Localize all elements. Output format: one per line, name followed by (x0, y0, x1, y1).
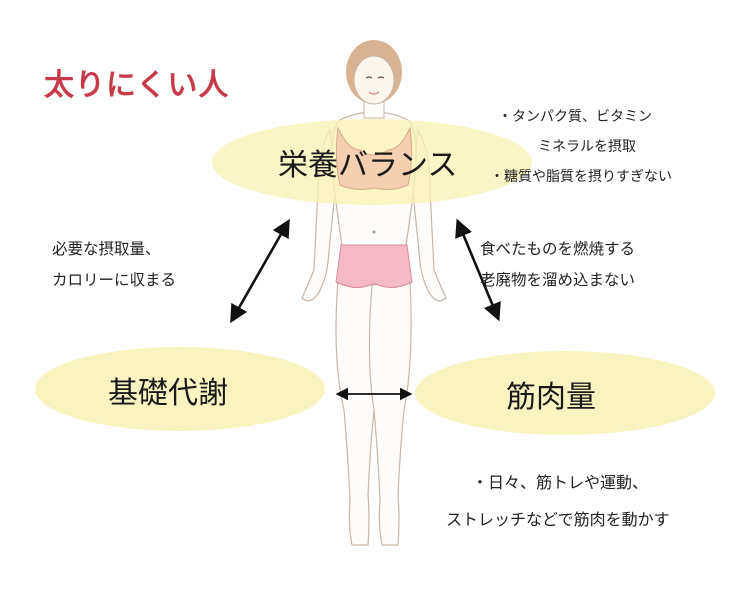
arrow-nutrition-muscle (455, 218, 501, 322)
note-intake: 必要な摂取量、 カロリーに収まる (52, 234, 176, 296)
ellipse-muscle (415, 351, 715, 435)
note-line: 老廃物を溜め込まない (480, 271, 636, 289)
ellipse-metabolism (35, 347, 325, 431)
note-burn: 食べたものを燃焼する 老廃物を溜め込まない (480, 234, 635, 296)
arrow-nutrition-metabolism (230, 218, 290, 324)
note-line: ミネラルを摂取 (538, 139, 636, 155)
figure-navel (372, 230, 376, 234)
note-line: ストレッチなどで筋肉を動かす (446, 510, 670, 529)
node-metabolism-label: 基礎代謝 (108, 376, 228, 411)
note-line: ・タンパク質、ビタミン (498, 109, 652, 125)
note-line: ・糖質や脂質を摂りすぎない (490, 169, 672, 185)
page-title: 太りにくい人 (44, 68, 230, 103)
note-line: 必要な摂取量、 (52, 240, 161, 258)
figure-mouth (368, 91, 380, 95)
node-muscle-label: 筋肉量 (506, 380, 596, 415)
figure-eyes (365, 76, 385, 79)
note-exercise: ・日々、筋トレや運動、 ストレッチなどで筋肉を動かす (446, 464, 670, 538)
figure-face (353, 55, 395, 105)
note-line: ・日々、筋トレや運動、 (472, 473, 649, 492)
node-nutrition-label: 栄養バランス (278, 148, 458, 183)
note-nutrition: ・タンパク質、ビタミン ミネラルを摂取 ・糖質や脂質を摂りすぎない (490, 102, 672, 192)
note-line: 食べたものを燃焼する (480, 240, 636, 258)
figure-shorts (335, 244, 413, 288)
figure-bra (335, 126, 413, 190)
note-line: カロリーに収まる (52, 271, 177, 289)
figure-legs (335, 279, 412, 546)
